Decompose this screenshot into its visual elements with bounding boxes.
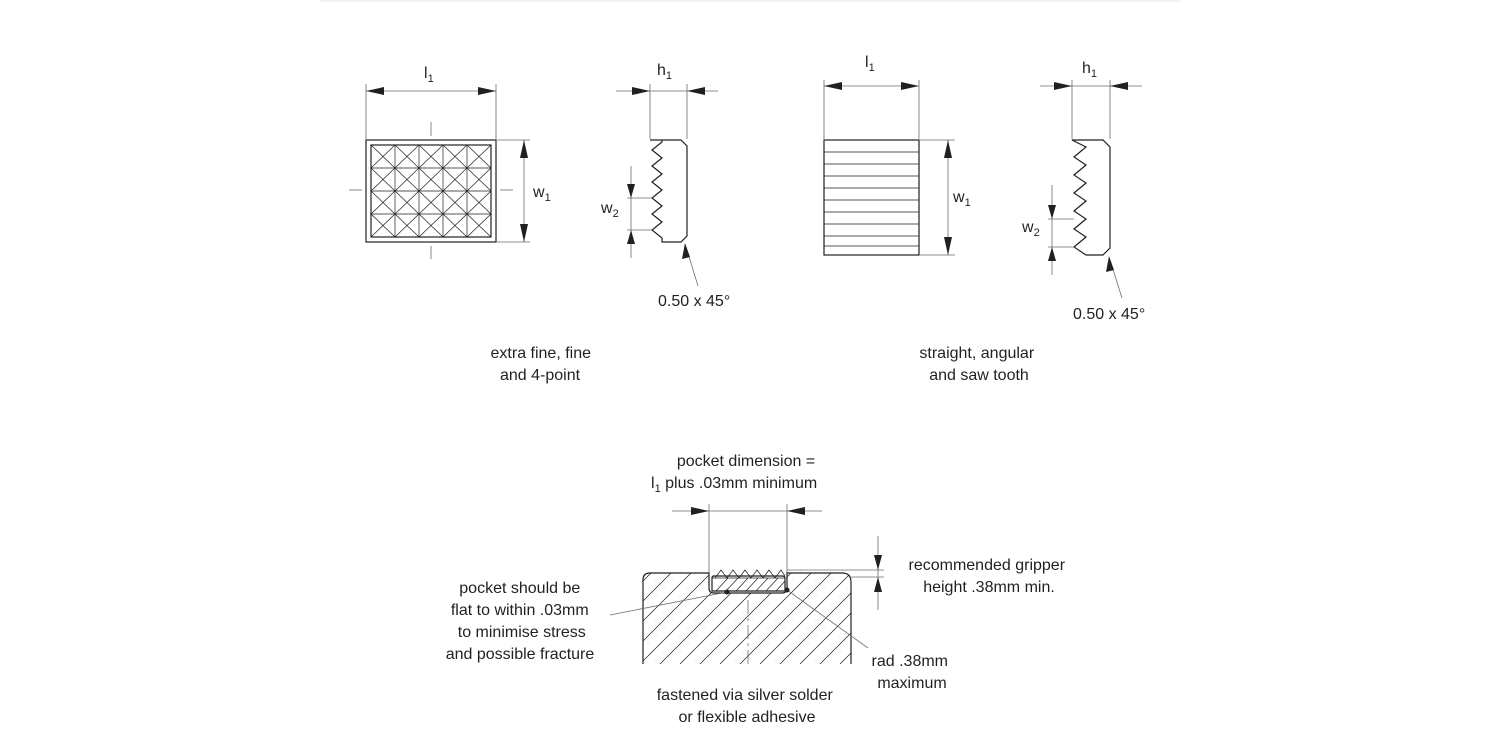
label-w1-right: w1 [952,189,971,209]
gripper-height-note: recommended gripper height .38mm min. [909,557,1070,596]
radius-note: rad .38mm maximum [872,653,953,692]
chamfer-leader-left: 0.50 x 45° [658,243,730,310]
insert-front-view-straight [823,139,920,256]
dimension-pocket-width [672,504,822,573]
insert-side-view-sawtooth [1071,139,1111,256]
dimension-w1-right: w1 [920,139,971,256]
label-w2: w2 [600,200,619,220]
dimension-w1-left: w1 [497,139,551,243]
dimension-w2-right: w2 [1021,185,1074,275]
dimension-l1-right: l1 [823,54,920,139]
centre-marks-left [349,122,513,259]
dimension-h1-left: h1 [616,62,718,139]
pocket-flatness-leader [609,589,730,616]
section-hatching [643,573,851,664]
label-w1: w1 [532,184,551,204]
dimension-h1-right: h1 [1040,60,1142,139]
label-l1-right: l1 [865,54,875,74]
label-chamfer-right: 0.50 x 45° [1073,306,1145,323]
label-chamfer-left: 0.50 x 45° [658,293,730,310]
label-h1: h1 [657,62,672,82]
gripper-insert-in-pocket [711,569,786,592]
pocket-flatness-note: pocket should be flat to within .03mm to… [446,580,595,663]
label-h1-right: h1 [1082,60,1097,80]
label-l1: l1 [424,65,434,85]
pocket-dimension-note-line2: l1 plus .03mm minimum [651,475,817,495]
radius-leader [784,587,869,649]
dimension-w2-left: w2 [600,166,652,258]
holder-block-section [642,572,852,664]
insert-side-view-pointed [650,139,688,243]
insert-front-view-grid [365,139,497,243]
dimension-gripper-height [787,536,884,610]
straight-serration-lines [824,151,919,247]
knurl-grid-pattern [371,145,491,237]
dimension-l1-left: l1 [365,65,497,139]
fastening-note: fastened via silver solder or flexible a… [657,687,838,726]
caption-right: straight, angular and saw tooth [919,345,1038,384]
label-w2-right: w2 [1021,219,1040,239]
caption-left: extra fine, fine and 4-point [491,345,596,384]
pocket-dimension-note: pocket dimension = [677,453,815,470]
chamfer-leader-right: 0.50 x 45° [1073,256,1145,323]
